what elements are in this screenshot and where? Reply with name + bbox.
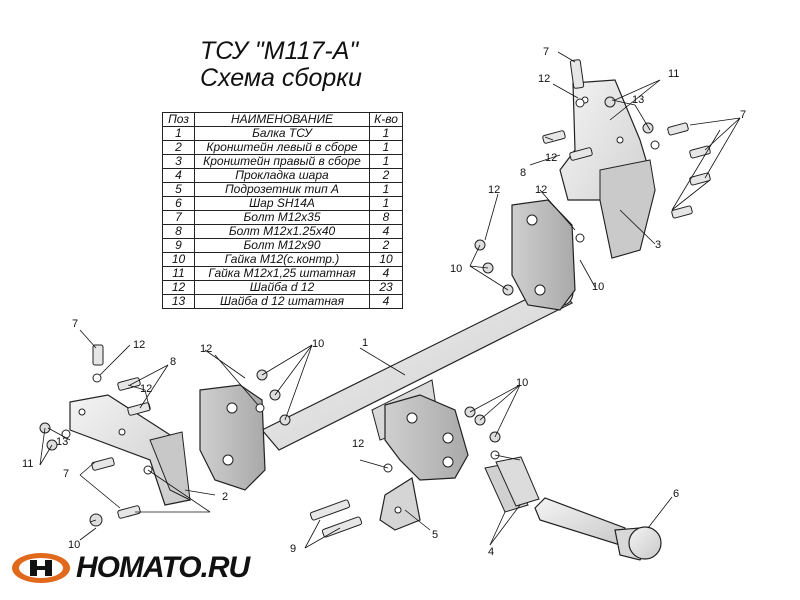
logo-text: HOMATO.RU [76, 551, 250, 584]
callout: 12 [133, 339, 145, 351]
callout: 2 [222, 491, 228, 503]
callout: 11 [668, 68, 679, 80]
ball-mount-plate [384, 394, 469, 481]
leader-lines [39, 51, 741, 549]
callout-labels: 7 12 11 13 7 12 8 12 3 12 10 10 7 12 8 1… [22, 46, 746, 558]
bracket-right [559, 79, 656, 259]
callout: 10 [68, 539, 80, 551]
homato-logo: HOMATO.RU [10, 548, 250, 588]
hardware-washers [61, 98, 660, 475]
callout: 12 [488, 184, 500, 196]
cell-name: Шайба d 12 штатная [194, 294, 370, 309]
callout: 5 [432, 529, 438, 541]
callout: 12 [538, 73, 550, 85]
header-pos: Поз [162, 112, 195, 127]
cell-name: Прокладка шара [194, 168, 370, 183]
cell-name: Гайка М12(с.контр.) [194, 252, 370, 267]
parts-table-header: Поз НАИМЕНОВАНИЕ К-во [162, 112, 403, 127]
beam-plate-right [511, 199, 576, 311]
cell-name: Болт М12х90 [194, 238, 370, 253]
title-line-1: ТСУ "M117-A" [200, 37, 359, 65]
callout: 10 [516, 377, 528, 389]
hardware-nuts [39, 96, 654, 527]
logo-emblem-icon [12, 553, 70, 583]
callout: 7 [63, 468, 69, 480]
callout: 9 [290, 543, 296, 555]
cell-name: Подрозетник тип А [194, 182, 370, 197]
title-line-2: Схема сборки [200, 64, 362, 92]
callout: 1 [362, 337, 368, 349]
socket-plate [379, 477, 421, 531]
callout: 12 [352, 438, 364, 450]
ball-shims [484, 456, 540, 513]
cell-qty: 10 [369, 252, 403, 267]
beam-plate-left [199, 384, 266, 491]
cell-qty: 4 [369, 294, 403, 309]
callout: 12 [200, 343, 212, 355]
callout: 8 [520, 167, 526, 179]
callout: 10 [312, 338, 324, 350]
cell-qty: 23 [369, 280, 403, 295]
bracket-left [69, 394, 191, 506]
callout: 7 [543, 46, 549, 58]
towball [534, 497, 662, 561]
callout: 13 [632, 94, 644, 106]
callout: 8 [170, 356, 176, 368]
callout: 10 [450, 263, 462, 275]
callout: 4 [488, 546, 494, 558]
cell-name: Кронштейн левый в сборе [194, 140, 370, 155]
callout: 11 [22, 458, 33, 470]
callout: 12 [140, 383, 152, 395]
cell-name: Гайка М12х1,25 штатная [194, 266, 370, 281]
callout: 13 [56, 436, 68, 448]
diagram-title: ТСУ "M117-A" Схема сборки [200, 38, 362, 92]
callout: 6 [673, 488, 679, 500]
callout: 12 [535, 184, 547, 196]
callout: 10 [592, 281, 604, 293]
cell-name: Шар SH14A [194, 196, 370, 211]
callout: 3 [655, 239, 661, 251]
callout: 7 [740, 109, 746, 121]
callout: 7 [72, 318, 78, 330]
cell-qty: 1 [369, 182, 403, 197]
callout: 12 [545, 152, 557, 164]
